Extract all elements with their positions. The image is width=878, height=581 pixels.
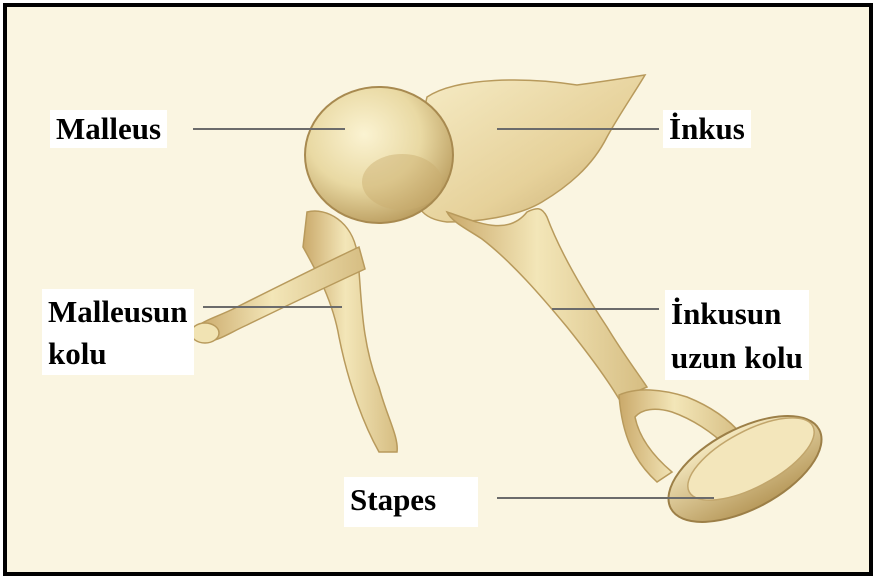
- label-inkus-long-arm-line2: uzun kolu: [671, 336, 803, 380]
- label-malleus-arm: Malleusun kolu: [42, 289, 194, 375]
- label-inkus: İnkus: [663, 110, 751, 148]
- label-inkus-text: İnkus: [669, 111, 745, 146]
- label-malleus-text: Malleus: [56, 111, 161, 146]
- diagram-frame: Malleus İnkus Malleusun kolu İnkusun uzu…: [3, 3, 873, 576]
- label-inkus-long-arm: İnkusun uzun kolu: [665, 290, 809, 380]
- incus-long-arm: [447, 209, 647, 399]
- malleus-handle: [303, 211, 397, 452]
- label-malleus: Malleus: [50, 110, 167, 148]
- label-malleus-arm-line1: Malleusun: [48, 291, 188, 333]
- stapes-footplate: [652, 394, 838, 544]
- label-inkus-long-arm-line1: İnkusun: [671, 292, 803, 336]
- malleus-head-shadow: [362, 154, 442, 210]
- label-malleus-arm-line2: kolu: [48, 333, 188, 375]
- label-stapes-text: Stapes: [350, 482, 436, 517]
- malleus-arm-tip: [191, 323, 219, 343]
- label-stapes: Stapes: [344, 477, 478, 527]
